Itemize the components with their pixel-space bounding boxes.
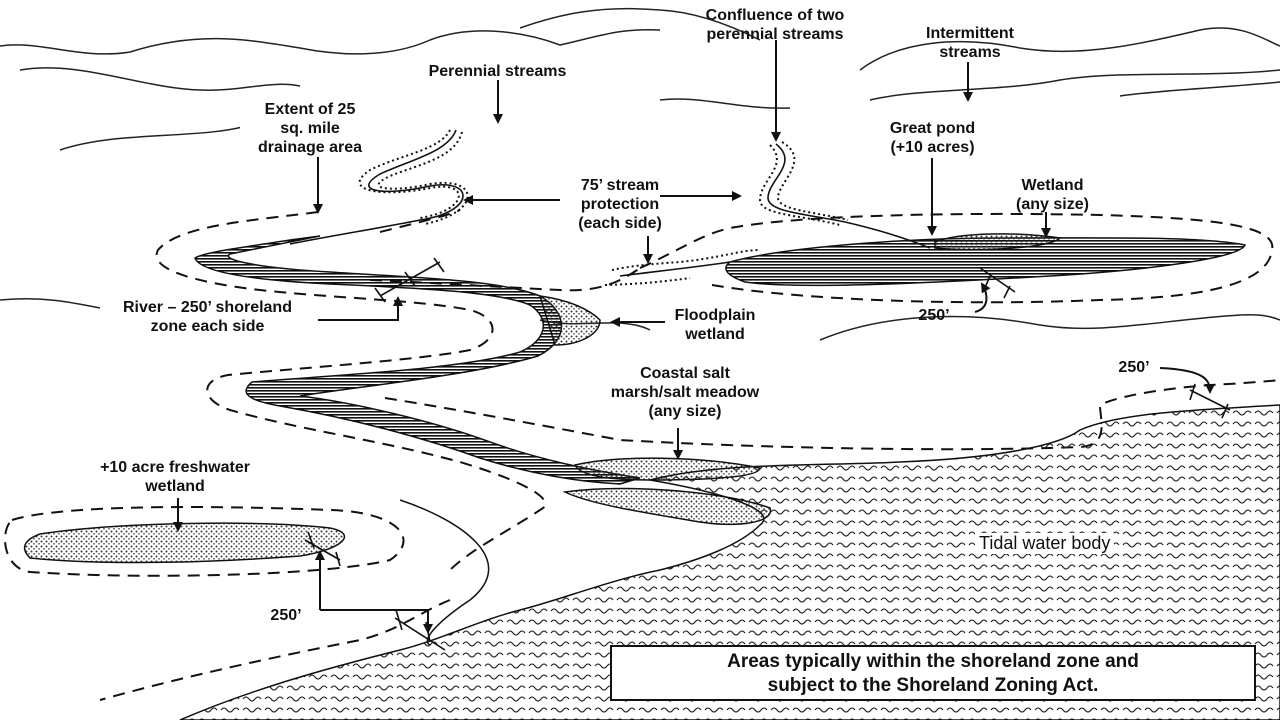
river xyxy=(194,235,641,485)
streams xyxy=(289,129,931,277)
measure-ticks xyxy=(304,257,1231,651)
coastal-marsh-shape xyxy=(562,457,772,526)
label-wetland-any-size: Wetland (any size) xyxy=(1016,177,1089,213)
label-great-pond: Great pond (+10 acres) xyxy=(889,120,976,156)
label-250-coast: 250’ xyxy=(1118,359,1150,376)
label-tidal-water-body: Tidal water body xyxy=(975,533,1115,554)
caption: Areas typically within the shoreland zon… xyxy=(610,645,1256,701)
label-coastal-salt-marsh: Coastal salt marsh/salt meadow (any size… xyxy=(610,365,760,420)
label-confluence: Confluence of two perennial streams xyxy=(705,7,845,43)
label-intermittent-streams: Intermittent streams xyxy=(926,25,1014,61)
label-250-pond: 250’ xyxy=(918,307,950,324)
great-pond xyxy=(725,233,1247,287)
label-250-bottom: 250’ xyxy=(270,607,302,624)
label-river-shoreland: River – 250’ shoreland zone each side xyxy=(123,299,292,335)
label-drainage-extent: Extent of 25 sq. mile drainage area xyxy=(240,100,380,157)
tidal-water xyxy=(179,404,1280,720)
label-stream-protection: 75’ stream protection (each side) xyxy=(578,177,662,232)
label-floodplain-wetland: Floodplain wetland xyxy=(674,307,756,343)
hill-outlines xyxy=(0,7,1280,341)
freshwater-wetland-shape xyxy=(23,522,346,564)
leader-arrows xyxy=(173,40,1215,634)
bay-inlet xyxy=(399,499,490,646)
label-perennial-streams: Perennial streams xyxy=(428,63,567,80)
label-freshwater-wetland: +10 acre freshwater wetland xyxy=(100,459,250,495)
stream-protection-lines xyxy=(358,129,849,286)
